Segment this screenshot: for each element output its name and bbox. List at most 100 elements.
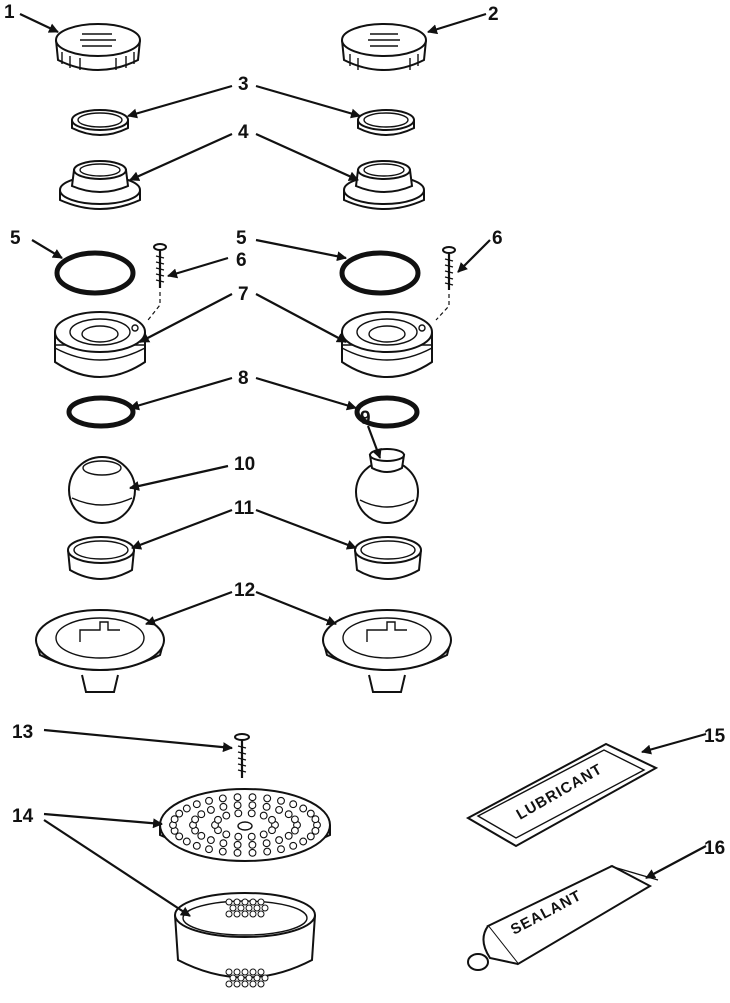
strainer-hole: [233, 840, 242, 849]
callout-11: 11: [234, 498, 255, 519]
strainer-hole: [182, 804, 191, 813]
cylinder-hole: [225, 980, 233, 988]
cylinder-hole: [241, 980, 249, 988]
strainer-hole: [284, 831, 293, 840]
strainer-hole: [233, 801, 242, 810]
part-4-retainer-right: [343, 160, 425, 210]
strainer-hole: [206, 836, 215, 845]
cylinder-hole: [225, 910, 233, 918]
strainer-hole: [248, 793, 257, 802]
strainer-holes: [169, 793, 321, 857]
strainer-hole: [214, 815, 222, 824]
strainer-hole: [290, 826, 299, 835]
callout-6-left: 6: [236, 250, 247, 271]
cylinder-hole: [229, 974, 237, 982]
strainer-hole: [247, 809, 256, 818]
strainer-hole: [219, 802, 228, 811]
cylinder-hole: [233, 898, 241, 906]
cylinder-hole: [237, 904, 245, 912]
cylinder-hole: [249, 968, 257, 976]
callout-13: 13: [12, 722, 33, 743]
part-4-retainer-left: [59, 160, 141, 210]
part-8-o-ring-right: [354, 395, 420, 429]
strainer-hole: [234, 832, 243, 841]
part-2-cap: [341, 23, 427, 71]
strainer-hole: [262, 839, 271, 848]
cylinder-hole: [241, 968, 249, 976]
callout-2: 2: [488, 4, 499, 25]
part-3-split-ring-left: [71, 109, 129, 136]
cylinder-hole: [249, 898, 257, 906]
cylinder-hole: [245, 904, 253, 912]
strainer-hole: [197, 831, 206, 840]
part-6-screw-right: [435, 246, 456, 321]
strainer-hole: [191, 815, 200, 824]
callout-5-right: 5: [236, 228, 247, 249]
cylinder-hole: [249, 980, 257, 988]
cylinder-hole: [257, 910, 265, 918]
cylinder-hole: [261, 904, 269, 912]
strainer-hole: [234, 809, 243, 818]
strainer-hole: [263, 794, 272, 803]
part-13-screw: [234, 733, 250, 778]
strainer-hole: [222, 811, 231, 820]
strainer-hole: [306, 832, 315, 841]
strainer-hole: [268, 826, 276, 835]
cylinder-hole: [261, 974, 269, 982]
callout-16: 16: [704, 838, 725, 859]
strainer-hole: [192, 800, 201, 809]
callout-10: 10: [234, 454, 255, 475]
part-5-o-ring-right: [339, 250, 421, 296]
strainer-hole: [275, 805, 284, 814]
strainer-hole: [277, 796, 285, 805]
strainer-hole: [262, 802, 271, 811]
strainer-hole: [275, 836, 284, 845]
part-5-o-ring-left: [54, 250, 136, 296]
part-14-strainer-cylinder: [174, 892, 316, 988]
part-12-base-left: [35, 609, 165, 693]
callout-12: 12: [234, 580, 255, 601]
cylinder-hole: [257, 968, 265, 976]
strainer-hole: [311, 815, 320, 824]
callout-8: 8: [238, 368, 249, 389]
strainer-hole: [175, 809, 184, 818]
cylinder-hole: [233, 910, 241, 918]
part-15-lubricant-packet: LUBRICANT: [465, 742, 659, 848]
callout-15: 15: [704, 726, 726, 747]
strainer-hole: [289, 800, 298, 809]
callout-6-right: 6: [492, 228, 503, 249]
strainer-hole: [219, 839, 228, 848]
part-11-seat-right: [354, 536, 422, 580]
part-16-sealant-tube: SEALANT: [467, 864, 659, 971]
strainer-hole: [197, 810, 206, 819]
strainer-hole: [248, 848, 257, 857]
strainer-hole: [192, 841, 201, 850]
strainer-hole: [218, 847, 227, 856]
cylinder-hole: [253, 904, 261, 912]
cylinder-hole: [237, 974, 245, 982]
strainer-hole: [311, 826, 320, 835]
part-7-housing-right: [341, 311, 433, 378]
cylinder-hole: [257, 898, 265, 906]
strainer-hole: [306, 809, 315, 818]
part-3-split-ring-right: [357, 109, 415, 136]
cylinder-hole: [241, 898, 249, 906]
strainer-hole: [290, 815, 299, 824]
part-12-base-right: [322, 609, 452, 693]
strainer-hole: [206, 805, 215, 814]
callout-9: 9: [360, 408, 371, 429]
strainer-hole: [218, 794, 227, 803]
strainer-hole: [299, 804, 308, 813]
callout-1: 1: [4, 2, 15, 23]
cylinder-hole: [225, 898, 233, 906]
strainer-hole: [233, 848, 242, 857]
strainer-hole: [284, 810, 293, 819]
strainer-hole: [259, 830, 268, 839]
strainer-hole: [248, 801, 257, 810]
strainer-hole: [268, 815, 276, 824]
strainer-hole: [263, 847, 272, 856]
part-11-seat-left: [67, 536, 135, 580]
strainer-hole: [205, 796, 213, 805]
